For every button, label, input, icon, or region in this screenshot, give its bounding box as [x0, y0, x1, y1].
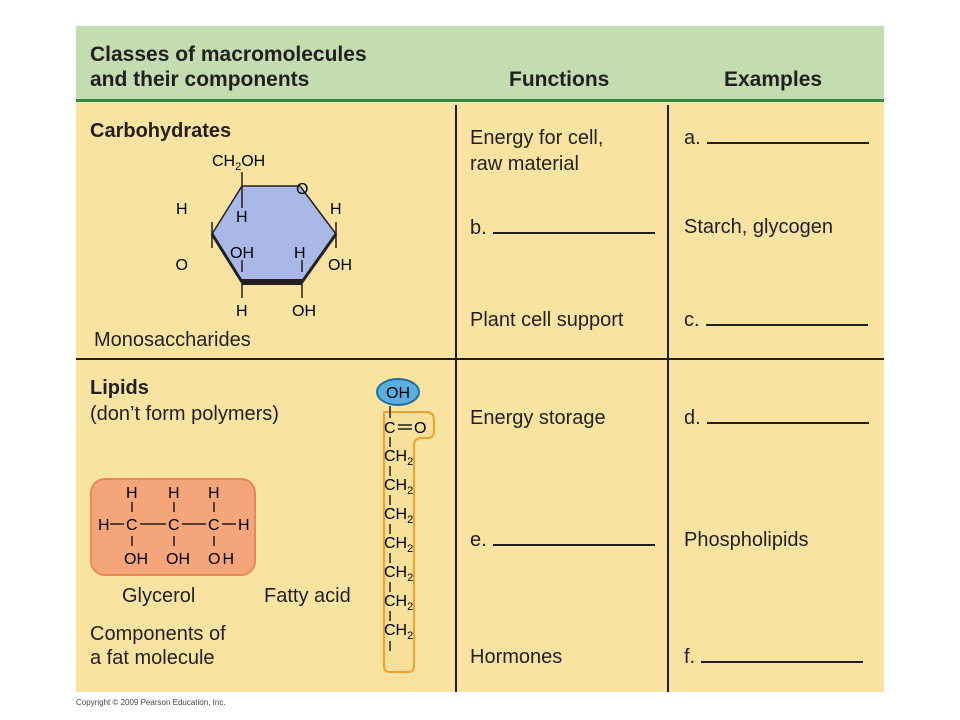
- carb-example-c: c.: [684, 308, 868, 332]
- fatty-acid-outline: [383, 411, 435, 673]
- glycerol-h-top-1: H: [126, 485, 138, 502]
- header-title-line1: Classes of macromolecules: [90, 43, 367, 66]
- ch2-unit: CH2: [384, 622, 413, 642]
- glycerol-oh-1: OH: [124, 551, 148, 568]
- blank-f-line: [701, 647, 864, 663]
- h-label-left: H: [176, 201, 188, 218]
- components-caption-line2: a fat molecule: [90, 647, 215, 669]
- carb-function-1-line1: Energy for cell,: [470, 127, 604, 149]
- blank-b-label: b.: [470, 217, 487, 239]
- oh-label-bottom: OH: [292, 303, 316, 320]
- ch2-unit: CH2: [384, 477, 413, 497]
- column-divider-2: [667, 105, 669, 692]
- blank-c-label: c.: [684, 309, 700, 331]
- copyright-notice: Copyright © 2009 Pearson Education, Inc.: [76, 698, 226, 707]
- column-divider-1: [455, 105, 457, 692]
- carboxyl-c: C: [384, 420, 396, 437]
- blank-d-line: [706, 408, 869, 424]
- glucose-ring-edge-right: [300, 233, 338, 283]
- carb-example-2: Starch, glycogen: [684, 216, 833, 238]
- blank-d-label: d.: [684, 407, 701, 429]
- macromolecule-table: Classes of macromolecules and their comp…: [76, 26, 884, 692]
- header-functions: Functions: [509, 68, 610, 91]
- blank-a-label: a.: [684, 127, 701, 149]
- hydroxyl-group: [376, 378, 420, 406]
- glycerol-h-left: H: [98, 517, 110, 534]
- header-title: Classes of macromolecules and their comp…: [90, 42, 367, 92]
- ch2-unit: CH2: [384, 448, 413, 468]
- glycerol-h-top-2: H: [168, 485, 180, 502]
- glycerol-label: Glycerol: [122, 585, 196, 607]
- glucose-ring-diagram: CH2OH O H H H OH H HO OH H OH: [176, 153, 352, 320]
- carb-example-a: a.: [684, 126, 869, 150]
- blank-f-label: f.: [684, 646, 696, 668]
- lipid-function-1: Energy storage: [470, 407, 606, 429]
- fatty-acid-label: Fatty acid: [264, 585, 351, 607]
- glycerol-c-2: C: [168, 517, 180, 534]
- ch2-unit: CH2: [384, 506, 413, 526]
- lipid-example-d: d.: [684, 406, 869, 430]
- blank-e-line: [492, 530, 655, 546]
- carb-function-3: Plant cell support: [470, 309, 624, 331]
- ring-oxygen-label: O: [296, 181, 308, 198]
- components-caption-line1: Components of: [90, 623, 226, 645]
- ch2oh-label: CH2OH: [212, 153, 265, 173]
- blank-e-label: e.: [470, 529, 487, 551]
- ch2-unit: CH2: [384, 593, 413, 613]
- glycerol-c-3: C: [208, 517, 220, 534]
- blank-c-line: [705, 310, 868, 326]
- ch2-unit: CH2: [384, 535, 413, 555]
- carbohydrates-title: Carbohydrates: [90, 120, 232, 142]
- table-header: Classes of macromolecules and their comp…: [76, 26, 884, 102]
- header-examples: Examples: [724, 68, 823, 91]
- glycerol-oh-2: OH: [166, 551, 190, 568]
- ch2-unit: CH2: [384, 564, 413, 584]
- lipids-title: Lipids: [90, 377, 149, 399]
- h-label-inner-right: H: [294, 245, 306, 262]
- header-title-line2: and their components: [90, 68, 310, 91]
- carb-function-1-line2: raw material: [470, 153, 579, 175]
- ho-label: HO: [176, 257, 188, 274]
- blank-b-line: [492, 218, 655, 234]
- row-divider: [76, 358, 884, 360]
- h-label-right: H: [330, 201, 342, 218]
- blank-a-line: [706, 128, 869, 144]
- h-label-top: H: [236, 209, 248, 226]
- monosaccharides-caption: Monosaccharides: [94, 329, 251, 351]
- lipids-subtitle: (don’t form polymers): [90, 403, 279, 425]
- carboxyl-o: O: [414, 420, 426, 437]
- glucose-ring: [211, 185, 337, 283]
- glycerol-c-1: C: [126, 517, 138, 534]
- lipid-function-e: e.: [470, 528, 655, 552]
- oh-label-right: OH: [328, 257, 352, 274]
- fatty-acid-oh: OH: [386, 385, 410, 402]
- glycerol-h-top-3: H: [208, 485, 220, 502]
- oh-label-inner-left: OH: [230, 245, 254, 262]
- lipid-example-2: Phospholipids: [684, 529, 809, 551]
- lipid-function-3: Hormones: [470, 646, 563, 668]
- carb-function-b: b.: [470, 216, 655, 240]
- h-label-bottom: H: [236, 303, 248, 320]
- glucose-ring-edge-left: [210, 233, 244, 283]
- glycerol-h-right: H: [238, 517, 250, 534]
- lipid-example-f: f.: [684, 645, 864, 669]
